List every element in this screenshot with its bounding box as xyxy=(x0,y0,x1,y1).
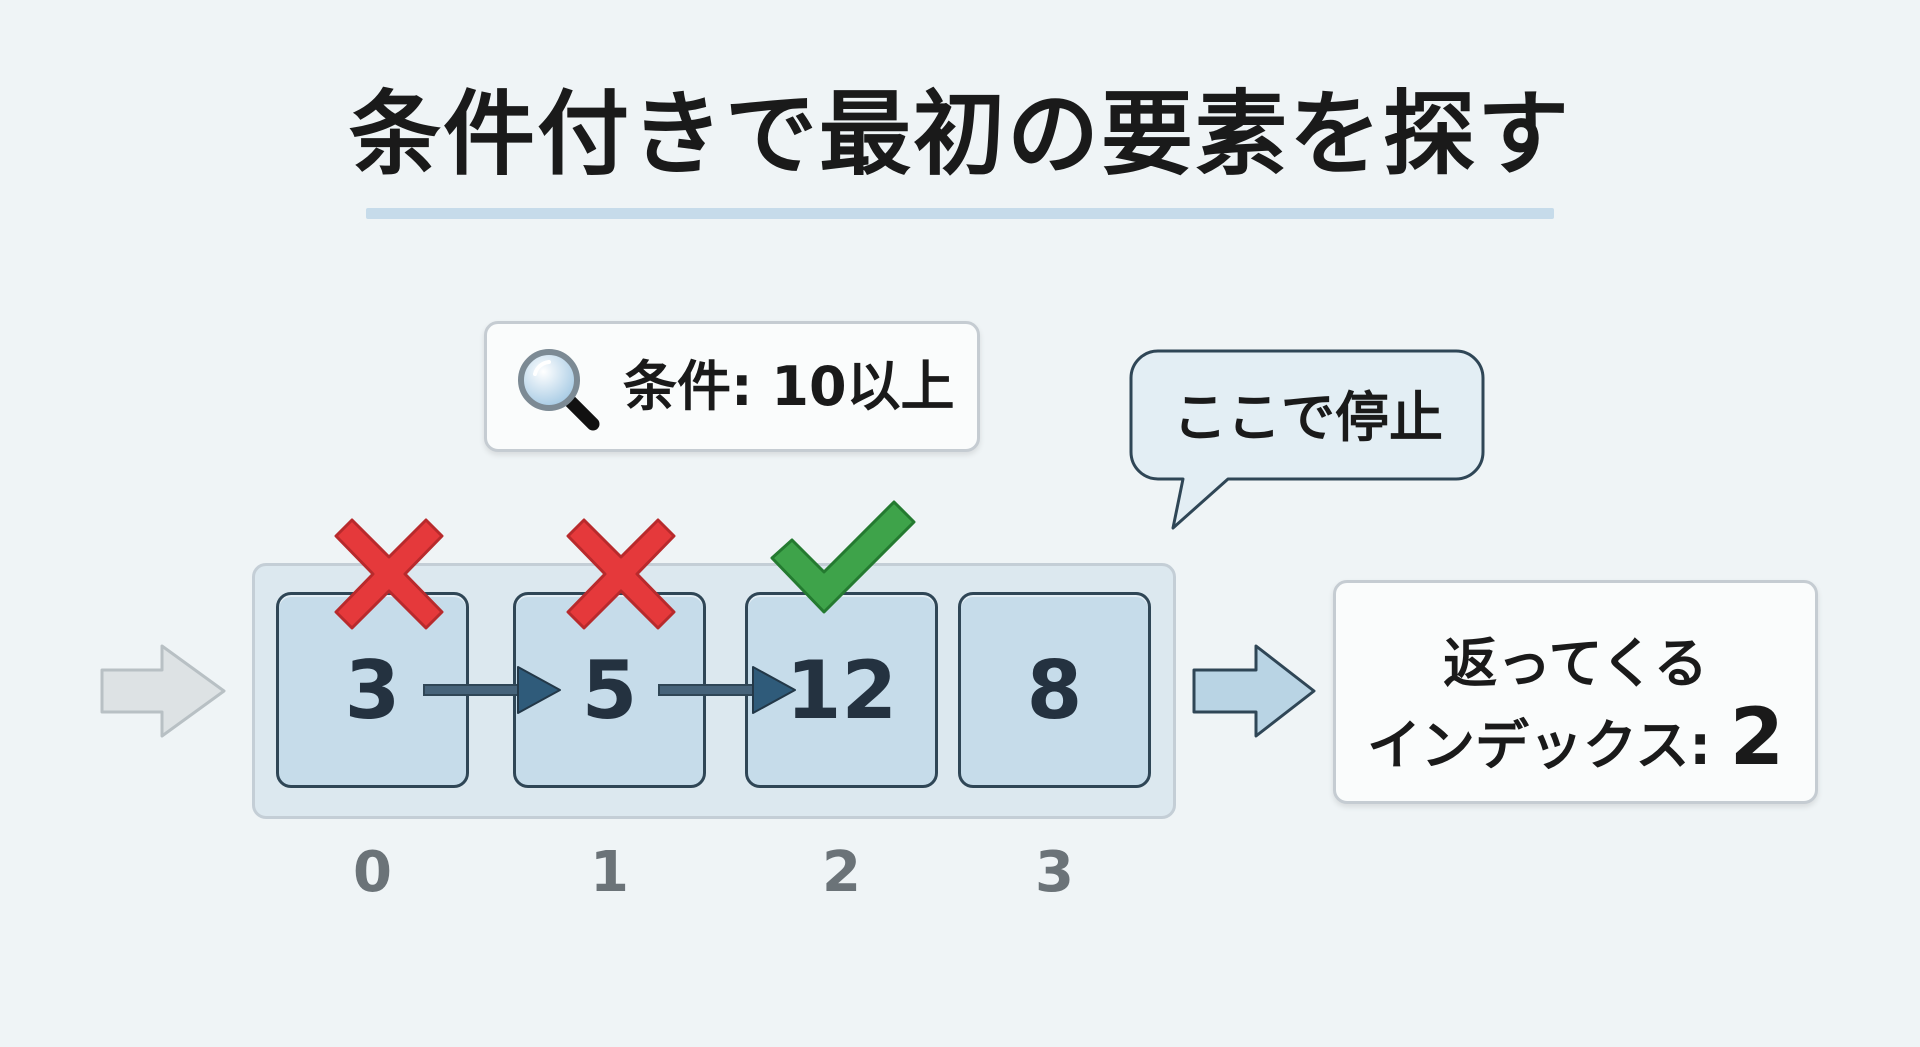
result-index-label: インデックス: xyxy=(1366,714,1730,777)
condition-box: 条件: 10以上 xyxy=(484,321,980,452)
title-underline xyxy=(366,208,1554,219)
speech-bubble xyxy=(1129,349,1485,530)
step-arrow-icon xyxy=(658,666,796,714)
page-title: 条件付きで最初の要素を探す xyxy=(348,81,1571,188)
result-arrow-icon xyxy=(1192,644,1316,738)
array-index: 1 xyxy=(590,840,629,905)
result-index-line: インデックス: 2 xyxy=(1336,693,1815,783)
condition-label: 条件: 10以上 xyxy=(623,355,955,418)
array-index: 3 xyxy=(1035,840,1074,905)
array-cell: 12 xyxy=(745,592,938,788)
cross-icon xyxy=(566,518,676,630)
entry-arrow-icon xyxy=(100,644,226,738)
cross-icon xyxy=(334,518,444,630)
result-box: 返ってくる インデックス: 2 xyxy=(1333,580,1818,804)
array-index: 2 xyxy=(822,840,861,905)
result-index-value: 2 xyxy=(1729,693,1785,783)
callout-text: ここで停止 xyxy=(1173,386,1443,449)
step-arrow-icon xyxy=(423,666,561,714)
result-label: 返ってくる xyxy=(1443,632,1708,695)
check-icon xyxy=(770,500,916,614)
array-cell: 8 xyxy=(958,592,1151,788)
magnifier-icon xyxy=(518,349,600,431)
array-index: 0 xyxy=(353,840,392,905)
